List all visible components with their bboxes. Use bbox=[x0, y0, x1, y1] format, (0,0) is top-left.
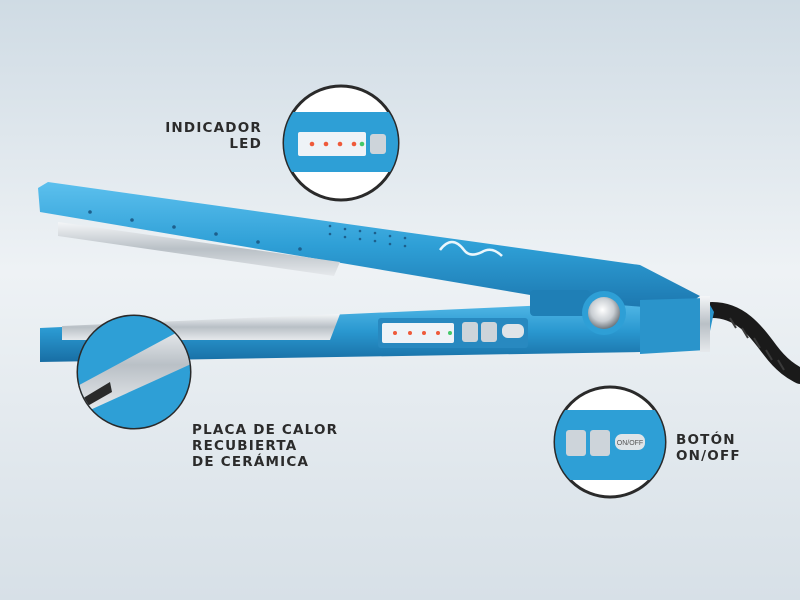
callout-onoff-line2: ON/OFF bbox=[676, 448, 741, 464]
callout-led-circle bbox=[282, 84, 400, 202]
power-cord bbox=[704, 302, 800, 384]
callout-plate-line3: DE CERÁMICA bbox=[192, 454, 310, 470]
vent-holes bbox=[328, 224, 407, 248]
callout-onoff-circle: ON/OFF bbox=[553, 385, 667, 499]
temperature-up-icon bbox=[462, 322, 478, 342]
upper-ceramic-plate bbox=[58, 222, 340, 276]
callout-onoff-line1: BOTÓN bbox=[676, 432, 736, 448]
callout-led-line1: INDICADOR bbox=[165, 120, 262, 136]
led-display bbox=[382, 323, 454, 343]
callout-label-onoff: BOTÓN ON/OFF bbox=[676, 432, 741, 464]
callout-plate-line2: RECUBIERTA bbox=[192, 438, 298, 454]
callout-label-plate: PLACA DE CALOR RECUBIERTA DE CERÁMICA bbox=[192, 422, 338, 470]
brand-logo-icon bbox=[439, 240, 503, 257]
callout-plate-circle bbox=[76, 314, 192, 430]
chrome-ring bbox=[700, 296, 710, 352]
onoff-button-text: ON/OFF bbox=[617, 440, 643, 447]
callout-plate-line1: PLACA DE CALOR bbox=[192, 422, 339, 438]
temperature-down-icon bbox=[481, 322, 497, 342]
callout-label-led: INDICADOR LED bbox=[165, 120, 262, 152]
callout-led-line2: LED bbox=[229, 136, 262, 152]
upper-arm bbox=[38, 182, 700, 310]
onoff-button bbox=[502, 324, 524, 338]
